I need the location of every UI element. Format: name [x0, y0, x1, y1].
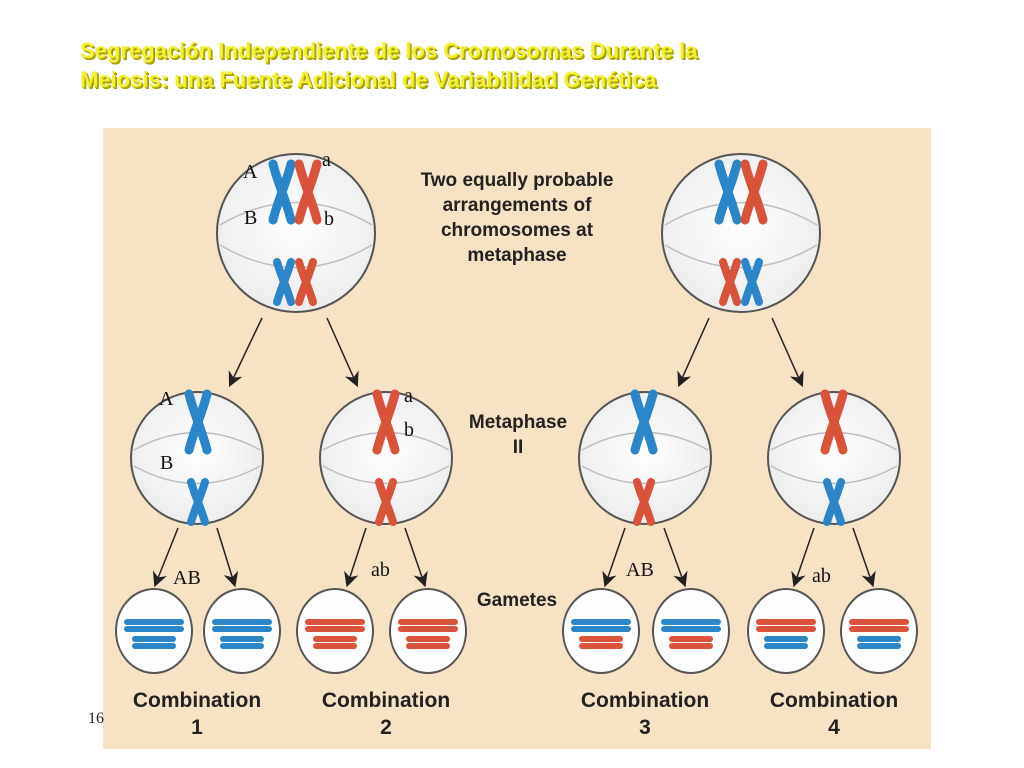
svg-text:chromosomes at: chromosomes at — [441, 220, 594, 241]
gamete-chromosome-short — [406, 636, 450, 649]
gamete-chromosome-long — [305, 619, 365, 632]
gamete-chromosome-long — [124, 619, 184, 632]
allele-label: a — [404, 385, 413, 407]
arrows-meiosis-1 — [228, 317, 804, 388]
allele-label: b — [324, 208, 334, 230]
combination-labels: Combination 1 Combination 2 Combination … — [133, 689, 898, 739]
gamete-chromosome-long — [571, 619, 631, 632]
svg-text:Metaphase: Metaphase — [469, 412, 567, 433]
arrows-meiosis-2 — [152, 527, 876, 588]
gamete-cells — [115, 588, 918, 674]
gamete-genotype: ab — [371, 559, 390, 581]
gamete-genotype: AB — [626, 559, 654, 581]
allele-label: B — [160, 452, 173, 474]
meiosis-diagram: A a B b Two equally probable arrangement… — [115, 149, 918, 739]
gamete-chromosome-long — [661, 619, 721, 632]
gamete-cell — [203, 588, 281, 674]
gamete-chromosome-short — [857, 636, 901, 649]
svg-text:Two equally probable: Two equally probable — [421, 170, 614, 191]
metaphase2-label: Metaphase II — [469, 412, 567, 458]
gamete-cell — [115, 588, 193, 674]
allele-label: a — [322, 149, 331, 171]
gamete-genotype: ab — [812, 565, 831, 587]
combination-number: 3 — [639, 716, 651, 739]
gamete-cell — [389, 588, 467, 674]
gametes-label: Gametes — [477, 590, 557, 611]
allele-label: A — [243, 161, 258, 183]
combination-word: Combination — [322, 689, 450, 712]
gamete-chromosome-long — [398, 619, 458, 632]
slide-number: 16 — [88, 710, 104, 727]
metaphase-note: Two equally probable arrangements of chr… — [421, 170, 614, 266]
gamete-chromosome-long — [756, 619, 816, 632]
metaphase2-cell-2: a b — [319, 385, 453, 524]
metaphase2-cell-4 — [767, 392, 901, 524]
gamete-cell — [747, 588, 825, 674]
meiosis-figure: A a B b Two equally probable arrangement… — [103, 128, 931, 749]
gamete-cell — [840, 588, 918, 674]
gamete-chromosome-short — [579, 636, 623, 649]
combination-word: Combination — [581, 689, 709, 712]
gamete-chromosome-short — [669, 636, 713, 649]
metaphase2-cell-1: A B — [130, 388, 264, 524]
svg-text:arrangements of: arrangements of — [443, 195, 593, 216]
allele-label: B — [244, 207, 257, 229]
gamete-chromosome-short — [313, 636, 357, 649]
combination-number: 2 — [380, 716, 392, 739]
metaphase-cell-right — [661, 153, 821, 313]
gamete-chromosome-long — [212, 619, 272, 632]
slide-title: Segregación Independiente de los Cromoso… — [80, 36, 980, 94]
gamete-chromosome-short — [132, 636, 176, 649]
gamete-cell — [652, 588, 730, 674]
gamete-cell — [562, 588, 640, 674]
allele-label: b — [404, 419, 414, 441]
allele-label: A — [159, 388, 174, 410]
metaphase-cell-left: A a B b — [216, 149, 376, 313]
svg-text:metaphase: metaphase — [467, 245, 566, 266]
title-line-2: Meiosis: una Fuente Adicional de Variabi… — [80, 67, 657, 92]
gamete-chromosome-long — [849, 619, 909, 632]
metaphase2-cell-3 — [578, 392, 712, 524]
combination-number: 1 — [191, 716, 203, 739]
combination-number: 4 — [828, 716, 840, 739]
gamete-cell — [296, 588, 374, 674]
gamete-chromosome-short — [220, 636, 264, 649]
combination-word: Combination — [133, 689, 261, 712]
title-line-1: Segregación Independiente de los Cromoso… — [80, 38, 698, 63]
gamete-chromosome-short — [764, 636, 808, 649]
combination-word: Combination — [770, 689, 898, 712]
gamete-genotype: AB — [173, 567, 201, 589]
svg-text:II: II — [513, 437, 524, 458]
